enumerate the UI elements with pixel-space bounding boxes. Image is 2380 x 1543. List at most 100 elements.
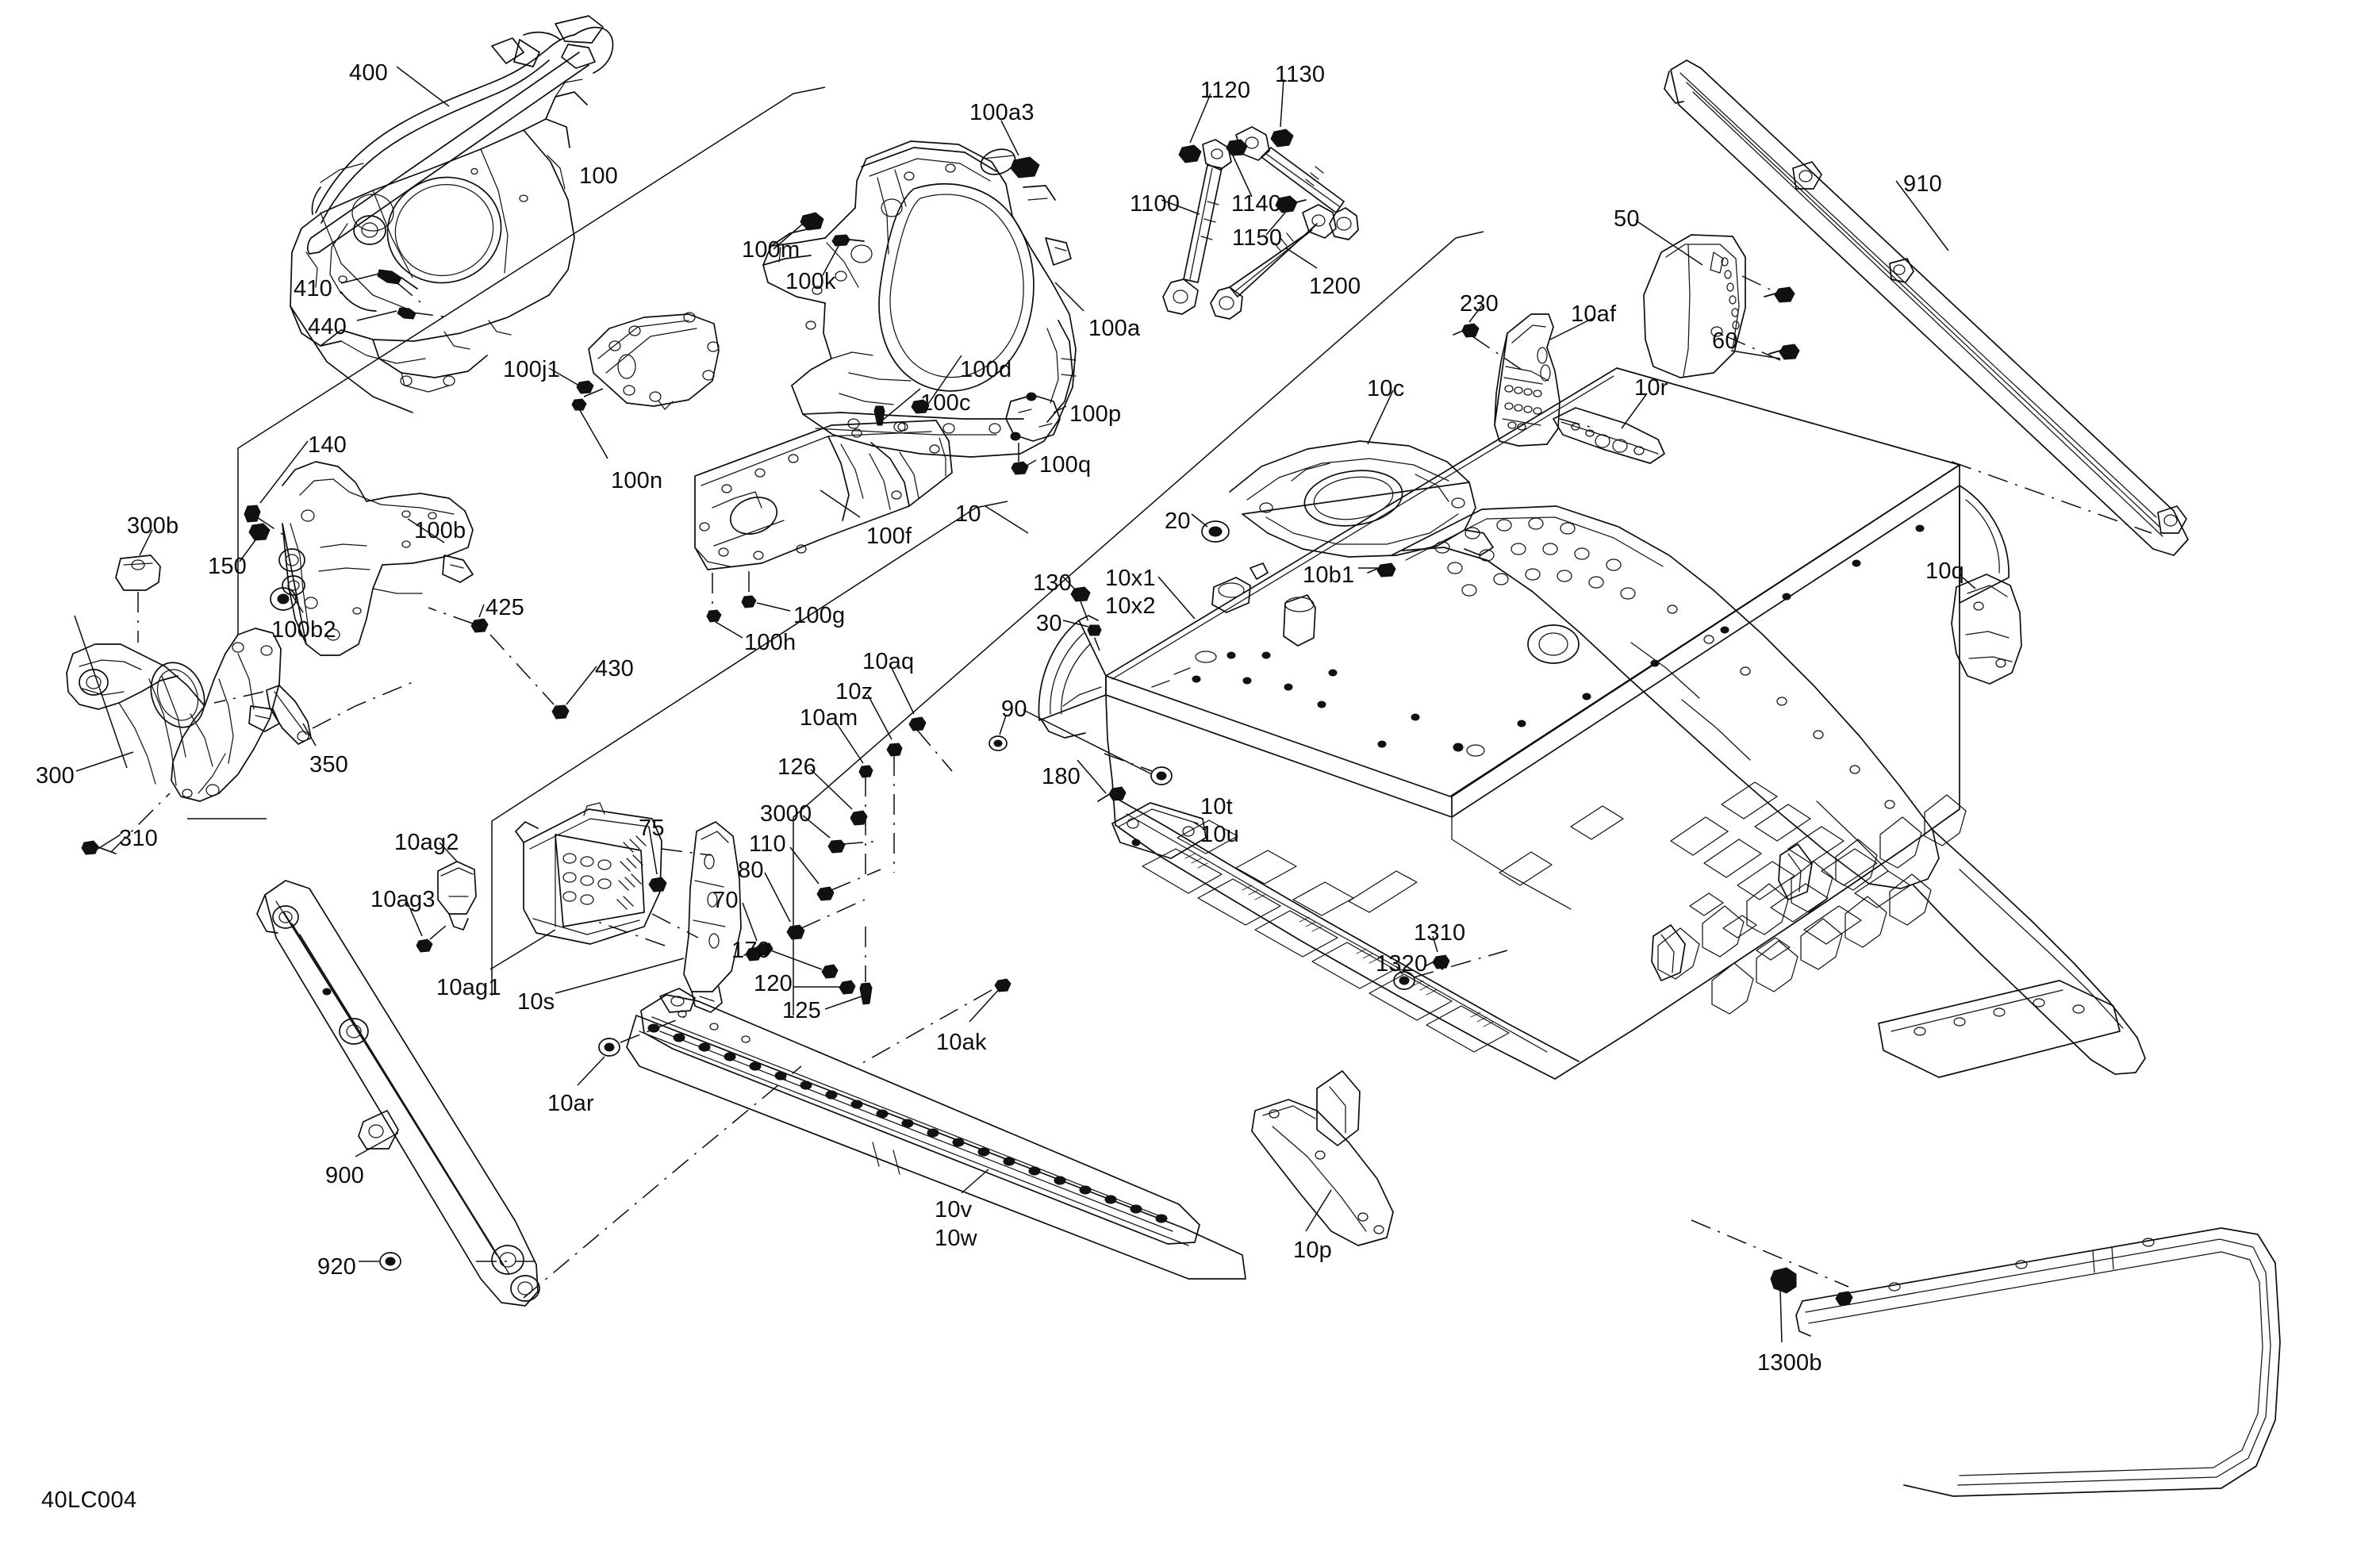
callout-10w: 10w bbox=[935, 1226, 977, 1251]
fastener-425 bbox=[428, 604, 489, 633]
callout-10s: 10s bbox=[517, 989, 555, 1015]
fastener-100m bbox=[773, 212, 824, 250]
part-10q-bracket bbox=[1951, 574, 2022, 685]
part-10c-front-module bbox=[1229, 390, 1494, 558]
part-100-frame-assembly bbox=[762, 140, 1077, 458]
callout-425: 425 bbox=[486, 595, 524, 620]
callout-100b2: 100b2 bbox=[271, 617, 336, 643]
callout-150: 150 bbox=[208, 554, 247, 579]
callout-440: 440 bbox=[308, 314, 347, 340]
fastener-1300b bbox=[1691, 1219, 1853, 1343]
callout-100p: 100p bbox=[1069, 401, 1122, 427]
callout-10ak: 10ak bbox=[936, 1030, 987, 1055]
part-300-spindle bbox=[66, 615, 282, 819]
fastener-100d bbox=[911, 355, 962, 414]
callout-110: 110 bbox=[749, 831, 786, 857]
part-100p-plate bbox=[1005, 392, 1067, 442]
leaders-400-group bbox=[340, 66, 450, 321]
callout-230: 230 bbox=[1460, 291, 1499, 317]
callout-10p: 10p bbox=[1293, 1238, 1332, 1263]
part-100b-support bbox=[278, 461, 474, 656]
callout-100f: 100f bbox=[866, 524, 912, 549]
leader-10x1-10x2 bbox=[1157, 576, 1196, 620]
callout-1130: 1130 bbox=[1275, 62, 1326, 87]
leader-10 bbox=[985, 505, 1029, 534]
fastener-140 bbox=[244, 440, 309, 537]
callout-10x1: 10x1 bbox=[1105, 566, 1156, 591]
callout-10ar: 10ar bbox=[547, 1091, 594, 1116]
callout-170: 170 bbox=[731, 938, 770, 963]
callout-1320: 1320 bbox=[1376, 951, 1428, 977]
callout-1300b: 1300b bbox=[1757, 1350, 1822, 1376]
callout-10ag2: 10ag2 bbox=[394, 830, 459, 855]
fastener-column-tunnel-front bbox=[742, 664, 953, 1010]
part-10b1-side-panel bbox=[1391, 505, 2146, 1078]
callout-100d: 100d bbox=[960, 357, 1012, 382]
callout-20: 20 bbox=[1165, 509, 1191, 534]
part-1300-bumper bbox=[1795, 1227, 2281, 1497]
fastener-1130 bbox=[1270, 79, 1294, 148]
callout-10t: 10t bbox=[1200, 794, 1233, 819]
callout-10aq: 10aq bbox=[862, 649, 915, 674]
part-10ag2-cap bbox=[437, 842, 477, 931]
callout-10r: 10r bbox=[1634, 375, 1668, 401]
part-10r-bracket bbox=[1553, 393, 1665, 464]
callout-10u: 10u bbox=[1200, 822, 1239, 847]
callout-100n: 100n bbox=[611, 468, 663, 493]
callout-300: 300 bbox=[36, 763, 75, 789]
fastener-100k bbox=[822, 234, 865, 276]
callout-100b: 100b bbox=[414, 518, 466, 543]
fastener-180 bbox=[1077, 759, 1127, 802]
callout-430: 430 bbox=[595, 656, 634, 681]
callout-90: 90 bbox=[1001, 697, 1027, 722]
callout-10af: 10af bbox=[1571, 301, 1617, 327]
callout-400: 400 bbox=[349, 60, 388, 86]
callout-10x2: 10x2 bbox=[1105, 593, 1156, 619]
fastener-410 bbox=[377, 269, 426, 307]
callout-75: 75 bbox=[639, 816, 665, 841]
callout-100: 100 bbox=[579, 163, 618, 189]
fastener-1320 bbox=[1393, 950, 1508, 990]
callout-80: 80 bbox=[738, 858, 764, 883]
callout-100h: 100h bbox=[744, 630, 797, 655]
part-50-flap bbox=[1635, 220, 1783, 378]
fastener-130 bbox=[1062, 576, 1100, 651]
fastener-100h bbox=[706, 573, 743, 639]
fastener-100c bbox=[873, 388, 921, 426]
callout-1100: 1100 bbox=[1130, 191, 1180, 217]
part-400-front-frame bbox=[290, 15, 614, 413]
group-bracket-400-100 bbox=[237, 86, 826, 635]
fastener-90 bbox=[988, 709, 1173, 785]
callout-10b1: 10b1 bbox=[1303, 562, 1355, 588]
part-10p-bracket bbox=[1251, 1099, 1394, 1246]
fastener-1150 bbox=[1265, 195, 1307, 236]
part-10v-10w-wear-strip bbox=[626, 1015, 1246, 1280]
leader-10ak bbox=[856, 978, 1012, 1067]
fastener-150 bbox=[239, 523, 271, 562]
fastener-30 bbox=[1062, 620, 1102, 636]
callout-10ag1: 10ag1 bbox=[436, 975, 501, 1000]
callout-10ag3: 10ag3 bbox=[370, 887, 436, 912]
callout-1150: 1150 bbox=[1232, 225, 1283, 251]
callout-1140: 1140 bbox=[1231, 191, 1282, 217]
callout-900: 900 bbox=[325, 1163, 364, 1188]
fastener-100n bbox=[571, 388, 608, 459]
callout-910: 910 bbox=[1903, 171, 1942, 197]
part-300b-bushing bbox=[115, 529, 161, 643]
callout-125: 125 bbox=[782, 998, 821, 1023]
callout-1200: 1200 bbox=[1309, 274, 1361, 299]
fastener-75 bbox=[648, 826, 667, 892]
callout-10z: 10z bbox=[835, 679, 873, 704]
part-10t-10u-plate bbox=[1111, 802, 1207, 859]
callout-100a: 100a bbox=[1088, 316, 1141, 341]
part-900-rail bbox=[256, 880, 802, 1307]
callout-1120: 1120 bbox=[1200, 78, 1251, 103]
callout-60: 60 bbox=[1712, 328, 1738, 354]
part-1200-link-lower bbox=[1210, 204, 1337, 320]
part-350-link bbox=[213, 681, 413, 747]
callout-100g: 100g bbox=[793, 603, 846, 628]
part-20-grommet bbox=[1191, 513, 1230, 543]
part-1100-link bbox=[1161, 139, 1232, 315]
group-bracket-100-assembly bbox=[793, 231, 1484, 1015]
